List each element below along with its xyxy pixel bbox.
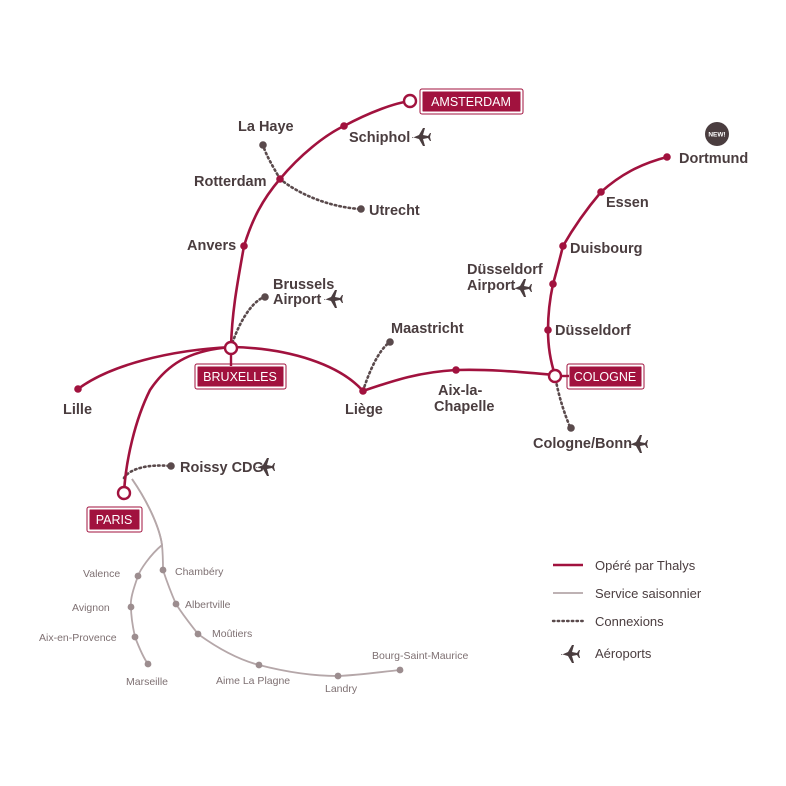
label-brussels-airport-line1: Brussels — [273, 277, 334, 293]
station-dot-avignon — [127, 603, 135, 611]
label-schiphol: Schiphol — [349, 130, 410, 146]
hub-label-paris: PARIS — [96, 513, 133, 527]
seasonal-station-dots — [127, 566, 404, 680]
connection-lines — [122, 143, 572, 480]
label-dusseldorf-airport-line2: Airport — [467, 278, 516, 294]
hub-label-amsterdam: AMSTERDAM — [431, 95, 511, 109]
airplane-icon — [513, 279, 532, 297]
station-dot-landry — [334, 672, 342, 680]
station-dot-chambery — [159, 566, 167, 574]
hub-bruxelles: BRUXELLES — [194, 340, 287, 390]
thalys-line-paris — [122, 345, 233, 494]
station-dot-valence — [134, 572, 142, 580]
station-dot-dusseldorf — [544, 326, 552, 334]
thalys-station-dots — [74, 122, 671, 395]
legend-label-airports: Aéroports — [595, 646, 652, 661]
label-valence: Valence — [83, 568, 120, 580]
station-dot-dusseldorf-airport — [549, 280, 557, 288]
label-utrecht: Utrecht — [369, 203, 420, 219]
connection-utrecht — [278, 177, 362, 211]
label-maastricht: Maastricht — [391, 321, 464, 337]
station-dot-rotterdam — [276, 175, 284, 183]
hub-label-bruxelles: BRUXELLES — [203, 370, 277, 384]
label-aix-line1: Aix-la- — [438, 383, 482, 399]
station-dot-dortmund — [663, 153, 671, 161]
station-dot-brussels-airport — [261, 293, 269, 301]
label-chambery: Chambéry — [175, 566, 224, 578]
new-badge: NEW! — [705, 122, 729, 146]
station-dot-schiphol — [340, 122, 348, 130]
thalys-line-dortmund — [546, 155, 669, 377]
label-aix-en-provence: Aix-en-Provence — [39, 632, 117, 644]
seasonal-lines — [129, 478, 401, 677]
thalys-line-liege — [229, 345, 365, 393]
label-bourg: Bourg-Saint-Maurice — [372, 650, 468, 662]
airplane-icon — [412, 128, 431, 146]
label-brussels-airport-line2: Airport — [273, 292, 322, 308]
seasonal-labels: Valence Avignon Aix-en-Provence Marseill… — [39, 566, 468, 695]
label-duisbourg: Duisbourg — [570, 241, 643, 257]
label-cologne-bonn: Cologne/Bonn — [533, 436, 632, 452]
label-aix-line2: Chapelle — [434, 399, 494, 415]
station-dot-essen — [597, 188, 605, 196]
station-dot-moutiers — [194, 630, 202, 638]
label-dortmund: Dortmund — [679, 151, 748, 167]
station-dot-lille — [74, 385, 82, 393]
legend-label-connections: Connexions — [595, 614, 664, 629]
label-liege: Liège — [345, 402, 383, 418]
station-dot-duisbourg — [559, 242, 567, 250]
thalys-lines — [76, 99, 669, 494]
label-rotterdam: Rotterdam — [194, 174, 267, 190]
station-dot-aix — [452, 366, 460, 374]
station-dot-albertville — [172, 600, 180, 608]
thalys-line-lille — [76, 345, 233, 391]
label-albertville: Albertville — [185, 599, 231, 611]
label-lille: Lille — [63, 402, 92, 418]
station-dot-marseille — [144, 660, 152, 668]
label-essen: Essen — [606, 195, 649, 211]
legend-airplane-icon — [561, 645, 580, 663]
station-dot-maastricht — [386, 338, 394, 346]
station-dot-aime — [255, 661, 263, 669]
legend-label-seasonal: Service saisonnier — [595, 586, 702, 601]
legend: Opéré par Thalys Service saisonnier Conn… — [551, 558, 702, 663]
label-avignon: Avignon — [72, 602, 110, 614]
connection-maastricht — [361, 340, 392, 393]
label-dusseldorf-airport-line1: Düsseldorf — [467, 262, 543, 278]
hub-amsterdam: AMSTERDAM — [402, 88, 524, 115]
label-marseille: Marseille — [126, 676, 168, 688]
station-labels: Schiphol La Haye Rotterdam Utrecht Anver… — [63, 119, 748, 476]
station-dot-liege — [359, 387, 367, 395]
label-la-haye: La Haye — [238, 119, 294, 135]
seasonal-line-bourg — [131, 478, 401, 677]
label-aime: Aime La Plagne — [216, 675, 290, 687]
label-moutiers: Moûtiers — [212, 628, 252, 640]
connection-station-dots — [167, 141, 575, 470]
station-dot-utrecht — [357, 205, 365, 213]
label-anvers: Anvers — [187, 238, 236, 254]
new-badge-text: NEW! — [708, 132, 725, 139]
station-dot-aix-en-provence — [131, 633, 139, 641]
station-dot-bourg — [396, 666, 404, 674]
legend-label-thalys: Opéré par Thalys — [595, 558, 696, 573]
station-dot-cologne-bonn — [567, 424, 575, 432]
label-roissy: Roissy CDG — [180, 460, 264, 476]
label-landry: Landry — [325, 683, 358, 695]
connection-roissy — [122, 464, 172, 480]
hub-paris: PARIS — [86, 485, 143, 533]
label-dusseldorf: Düsseldorf — [555, 323, 631, 339]
hub-cologne: COLOGNE — [547, 363, 645, 390]
station-dot-la-haye — [259, 141, 267, 149]
station-dot-roissy — [167, 462, 175, 470]
connection-brussels-airport — [229, 295, 266, 349]
station-dot-anvers — [240, 242, 248, 250]
hub-label-cologne: COLOGNE — [574, 370, 637, 384]
